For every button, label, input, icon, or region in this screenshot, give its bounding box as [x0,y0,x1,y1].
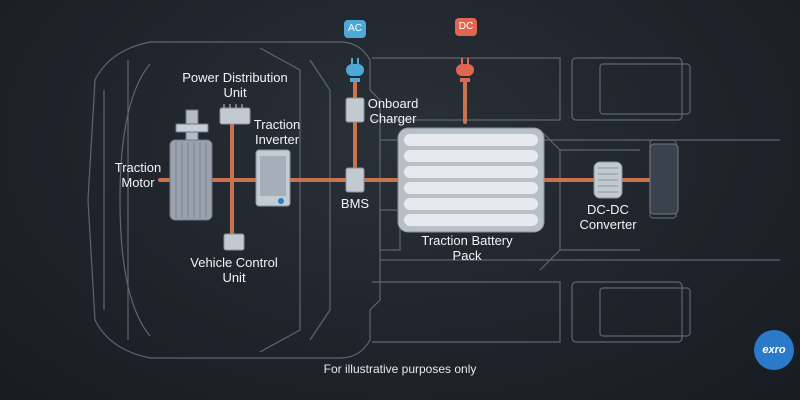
ac-tag: AC [344,20,366,38]
label-traction-motor: Traction Motor [114,160,162,190]
label-dc-dc-converter: DC-DC Converter [579,202,637,232]
ac-plug-icon [346,58,364,82]
vcu-component [223,233,245,251]
dc-plug-icon [456,58,474,82]
charger-component [345,97,365,123]
label-vehicle-control-unit: Vehicle Control Unit [190,255,278,285]
traction-motor-component [169,109,213,221]
label-bms: BMS [340,196,370,211]
inverter-component [255,149,291,207]
exro-logo: exro [754,330,794,370]
pdu-component [219,104,251,125]
battery-pack-component [397,127,545,233]
label-power-distribution-unit: Power Distribution Unit [182,70,288,100]
label-onboard-charger: Onboard Charger [367,96,419,126]
dc-tag: DC [455,18,477,36]
label-traction-inverter: Traction Inverter [253,117,301,147]
disclaimer-text: For illustrative purposes only [323,362,477,376]
dc-dc-converter-component [593,161,623,199]
vehicle-outline [87,41,780,359]
rear-motor-unit [649,143,679,215]
label-traction-battery-pack: Traction Battery Pack [421,233,513,263]
bms-component [345,167,365,193]
